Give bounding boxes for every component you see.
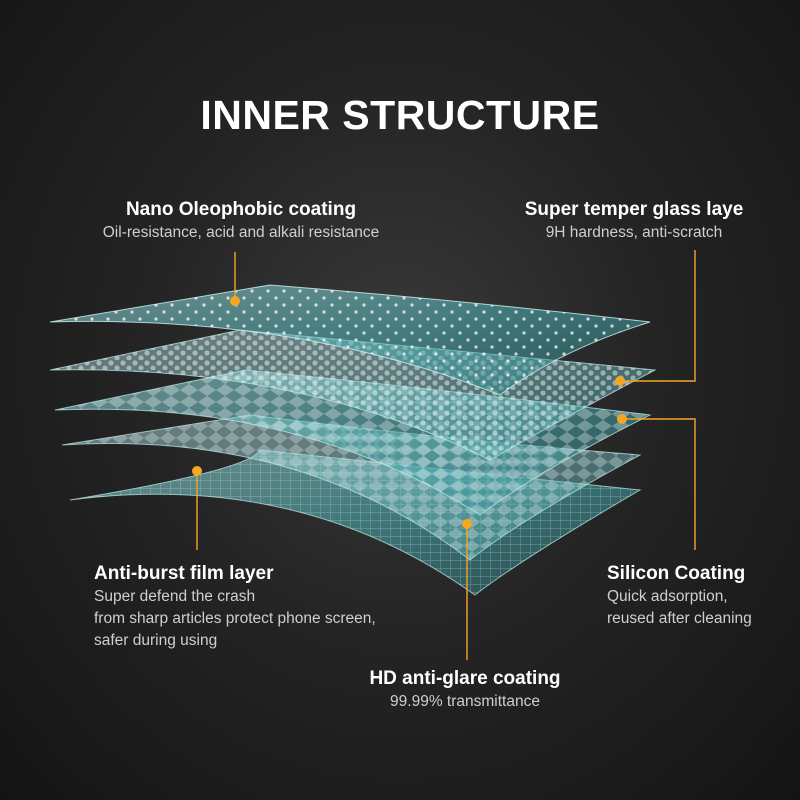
nano-oleophobic-layer xyxy=(49,284,651,396)
label-hd-anti-glare: HD anti-glare coating 99.99% transmittan… xyxy=(330,667,600,713)
label-description: Oil-resistance, acid and alkali resistan… xyxy=(102,224,380,241)
callout-dots xyxy=(192,296,627,529)
label-description-line: safer during using xyxy=(94,632,218,649)
label-description-line: reused after cleaning xyxy=(607,610,752,627)
label-heading: Nano Oleophobic coating xyxy=(125,199,357,220)
callout-line-glass xyxy=(620,250,696,382)
label-description: 99.99% transmittance xyxy=(390,693,540,710)
label-temper-glass: Super temper glass laye 9H hardness, ant… xyxy=(508,198,760,244)
page-title: INNER STRUCTURE xyxy=(200,92,600,138)
callout-dot-antiglare xyxy=(462,519,472,529)
label-heading: Super temper glass laye xyxy=(524,199,744,220)
label-nano-oleophobic: Nano Oleophobic coating Oil-resistance, … xyxy=(60,198,422,244)
callout-dot-silicon xyxy=(617,414,627,424)
callout-dot-glass xyxy=(615,376,625,386)
label-heading: Anti-burst film layer xyxy=(94,563,274,584)
label-anti-burst: Anti-burst film layer Super defend the c… xyxy=(94,562,424,652)
label-description-line: Super defend the crash xyxy=(94,588,256,605)
label-heading: HD anti-glare coating xyxy=(369,668,561,689)
callout-lines xyxy=(196,250,696,660)
label-silicon-coating: Silicon Coating Quick adsorption, reused… xyxy=(607,562,787,630)
callout-line-silicon xyxy=(622,418,696,550)
label-description-line: Quick adsorption, xyxy=(607,588,728,605)
callout-dot-antiburst xyxy=(192,466,202,476)
callout-dot-nano xyxy=(230,296,240,306)
label-heading: Silicon Coating xyxy=(607,563,746,584)
label-description: 9H hardness, anti-scratch xyxy=(545,224,723,241)
label-description-line: from sharp articles protect phone screen… xyxy=(94,610,376,627)
